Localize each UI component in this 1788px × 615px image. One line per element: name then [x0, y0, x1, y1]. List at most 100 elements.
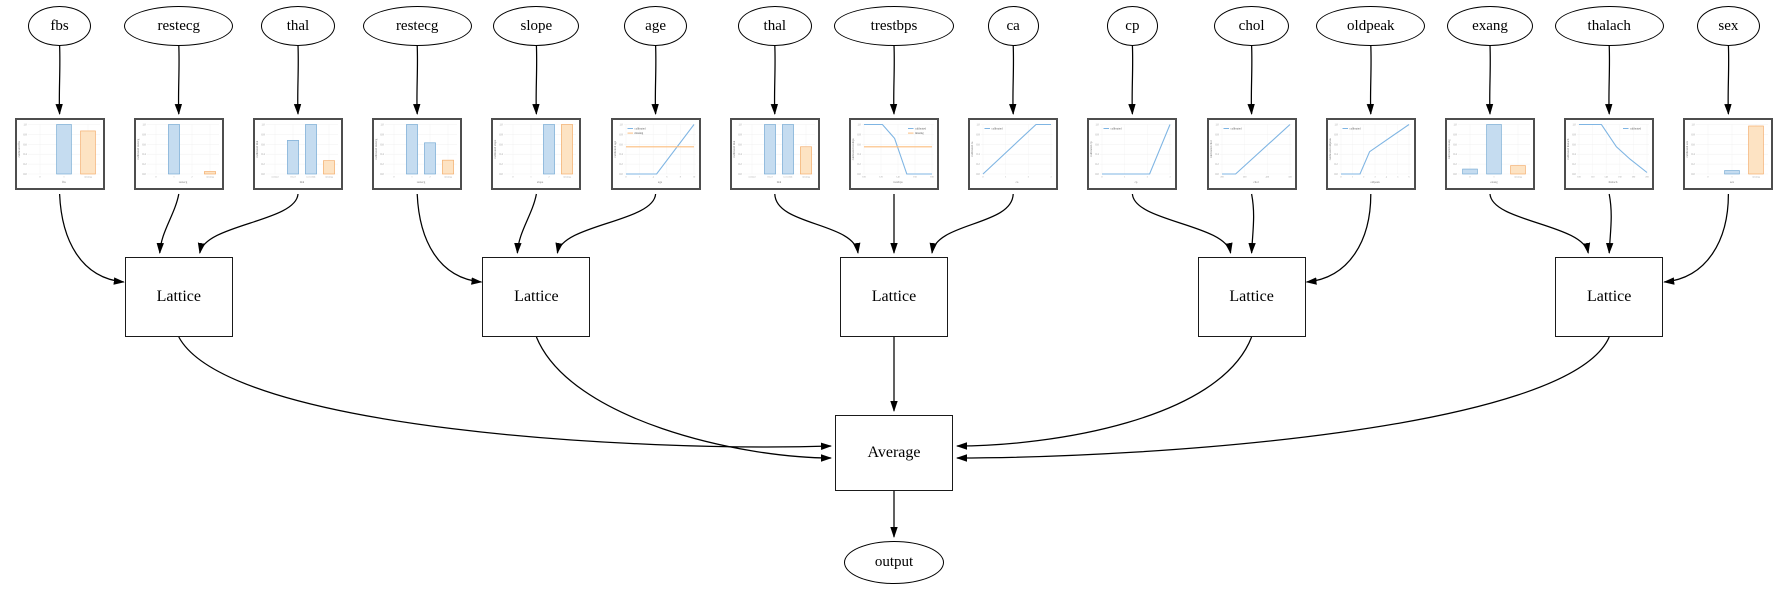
lattice-node-0: Lattice	[124, 257, 233, 337]
average-label: Average	[867, 444, 921, 461]
svg-text:0.4: 0.4	[1215, 153, 1219, 156]
svg-text:age: age	[658, 180, 663, 184]
svg-text:0.4: 0.4	[619, 153, 623, 156]
edge-arrow	[514, 193, 538, 254]
svg-text:3: 3	[1051, 176, 1053, 179]
svg-text:0.0: 0.0	[619, 173, 623, 176]
svg-text:0.0: 0.0	[261, 173, 265, 176]
svg-text:120: 120	[879, 176, 883, 179]
lattice-label: Lattice	[1229, 288, 1274, 305]
lattice-label: Lattice	[871, 288, 917, 305]
edge-arrow	[416, 193, 483, 285]
edge-arrow	[413, 45, 421, 115]
svg-text:0.8: 0.8	[1573, 133, 1577, 136]
svg-text:1.0: 1.0	[1692, 124, 1696, 127]
svg-text:calibrated restecg: calibrated restecg	[374, 138, 378, 160]
svg-text:8: 8	[679, 176, 681, 179]
svg-text:0.0: 0.0	[738, 173, 742, 176]
svg-text:180: 180	[1632, 176, 1636, 179]
svg-text:exang: exang	[1490, 180, 1498, 184]
svg-text:0.8: 0.8	[977, 133, 981, 136]
svg-text:0.6: 0.6	[23, 143, 27, 146]
svg-text:calibrated thal: calibrated thal	[255, 141, 259, 158]
svg-text:0.4: 0.4	[1573, 153, 1577, 156]
svg-text:4: 4	[1386, 176, 1388, 179]
feature-label: thalach	[1587, 17, 1631, 34]
svg-text:0.6: 0.6	[1573, 143, 1577, 146]
svg-text:200: 200	[1645, 176, 1649, 179]
feature-label: thal	[763, 17, 787, 34]
svg-text:180: 180	[930, 176, 934, 179]
svg-text:1.0: 1.0	[1096, 124, 1100, 127]
svg-text:1: 1	[1124, 176, 1126, 179]
svg-text:0: 0	[39, 176, 41, 179]
svg-text:2: 2	[191, 176, 193, 179]
edge-arrow	[1128, 45, 1136, 115]
svg-text:calibrated oldpeak: calibrated oldpeak	[1328, 138, 1332, 161]
svg-text:2: 2	[639, 176, 641, 179]
lattice-node-1: Lattice	[482, 257, 591, 337]
svg-text:calibrated restecg: calibrated restecg	[136, 138, 140, 160]
edge-arrow	[1305, 193, 1372, 285]
svg-text:2: 2	[430, 176, 432, 179]
svg-text:1.0: 1.0	[738, 124, 742, 127]
svg-text:sex: sex	[1730, 180, 1734, 184]
svg-text:calibrated: calibrated	[1111, 128, 1123, 131]
svg-text:calibrated: calibrated	[992, 128, 1004, 131]
svg-text:0: 0	[625, 176, 627, 179]
svg-text:10: 10	[692, 176, 695, 179]
svg-text:calibrated: calibrated	[1230, 128, 1242, 131]
svg-text:fbs: fbs	[62, 180, 66, 184]
svg-text:1.0: 1.0	[261, 124, 265, 127]
svg-text:0.0: 0.0	[1334, 173, 1338, 176]
feature-label: restecg	[157, 17, 201, 34]
svg-text:5: 5	[1397, 176, 1399, 179]
edge-arrow	[555, 193, 657, 254]
svg-text:0: 0	[1102, 176, 1104, 179]
svg-text:0.8: 0.8	[1215, 133, 1219, 136]
svg-text:reversible: reversible	[783, 176, 792, 179]
svg-text:calibrated trestbps: calibrated trestbps	[851, 137, 855, 160]
svg-text:missing: missing	[802, 176, 810, 179]
feature-node-2-thal: thal	[260, 6, 336, 46]
svg-text:normal: normal	[272, 176, 279, 179]
svg-text:0.2: 0.2	[1573, 163, 1577, 166]
svg-text:calibrated cp: calibrated cp	[1090, 141, 1094, 157]
feature-node-6-thal: thal	[737, 6, 812, 46]
lattice-node-4: Lattice	[1555, 257, 1664, 337]
svg-text:0.6: 0.6	[977, 143, 981, 146]
svg-text:0.6: 0.6	[381, 143, 385, 146]
svg-text:missing: missing	[325, 176, 333, 179]
svg-text:calibrated: calibrated	[1349, 128, 1361, 131]
lattice-node-3: Lattice	[1197, 257, 1306, 337]
svg-text:1.0: 1.0	[500, 124, 504, 127]
svg-text:0.8: 0.8	[619, 133, 623, 136]
edge-arrow	[1366, 45, 1375, 115]
svg-text:missing: missing	[444, 176, 452, 179]
lattice-label: Lattice	[156, 288, 201, 305]
svg-text:140: 140	[896, 176, 900, 179]
feature-label: ca	[1006, 17, 1020, 34]
svg-text:0.8: 0.8	[23, 133, 27, 136]
svg-text:slope: slope	[537, 180, 544, 184]
svg-text:0.4: 0.4	[142, 153, 146, 156]
edge-arrow	[1605, 45, 1613, 115]
svg-text:0.4: 0.4	[977, 153, 981, 156]
output-label: output	[874, 554, 914, 570]
feature-node-0-fbs: fbs	[28, 6, 91, 46]
svg-text:0.4: 0.4	[857, 153, 861, 156]
svg-text:thalach: thalach	[1609, 180, 1618, 184]
svg-text:0.6: 0.6	[1334, 143, 1338, 146]
edge-arrow	[535, 336, 832, 462]
edge-arrow	[58, 193, 125, 285]
